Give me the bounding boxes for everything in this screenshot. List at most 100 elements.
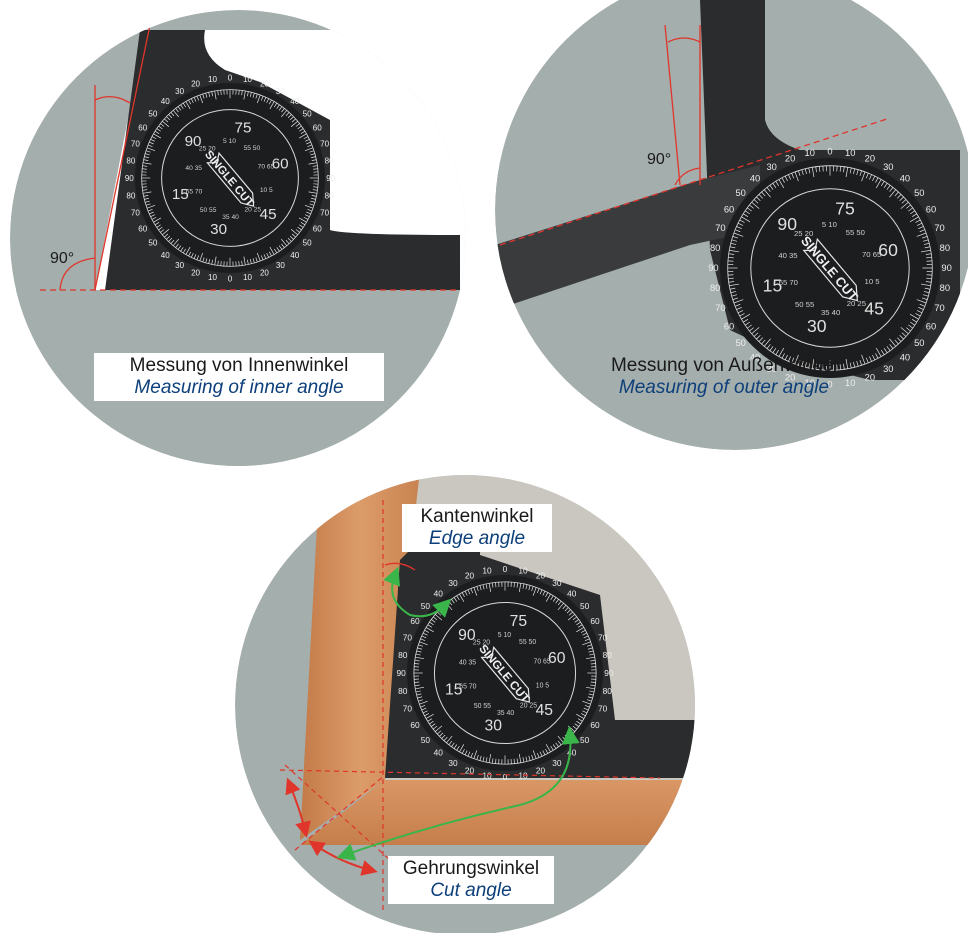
dial-tick <box>794 171 799 182</box>
dial-inner-number: 90 <box>458 627 476 644</box>
dial-tick <box>801 169 804 176</box>
dial-tick <box>839 364 842 370</box>
dial-tick <box>775 349 780 355</box>
dial-tick <box>208 259 211 264</box>
dial-tick <box>555 599 559 604</box>
dial-tick <box>853 361 856 368</box>
dial-degree-label: 80 <box>398 650 408 660</box>
dial-degree-label: 10 <box>845 378 855 388</box>
dial-degree-label: 0 <box>827 146 832 156</box>
dial-tick <box>166 116 171 121</box>
dial-tick <box>311 159 317 161</box>
dial-degree-label: 30 <box>883 162 893 172</box>
dial-tick <box>295 229 300 233</box>
dial-tick <box>906 327 911 332</box>
dial-tick <box>214 256 217 266</box>
dial-degree-label: 80 <box>126 157 135 166</box>
dial-tick <box>880 181 885 187</box>
dial-tick <box>736 307 742 310</box>
dial-tick <box>177 245 182 250</box>
dial-tick <box>168 114 173 119</box>
dial-tick <box>144 197 149 200</box>
dial-tick <box>513 582 515 588</box>
dial-small-label: 55 50 <box>846 228 865 237</box>
caption-edge-en: Edge angle <box>428 528 526 549</box>
dial-tick <box>199 94 204 104</box>
dial-tick <box>923 291 930 294</box>
dial-degree-label: 40 <box>750 352 760 362</box>
dial-inner-ring <box>161 109 299 247</box>
dial-tick <box>146 147 156 152</box>
dial-tick <box>202 257 205 263</box>
dial-tick <box>312 165 318 167</box>
dial-tick <box>459 593 465 602</box>
dial-tick <box>843 166 845 173</box>
cut-angle-arrow-a <box>285 777 311 838</box>
dial-degree-label: 20 <box>536 766 546 776</box>
dial-tick <box>456 595 460 601</box>
dial-tick <box>883 348 888 354</box>
dial-tick <box>304 214 310 218</box>
dial-degree-label: 60 <box>724 205 734 215</box>
dial-degree-label: 70 <box>320 208 329 217</box>
dial-degree-label: 10 <box>482 566 492 576</box>
dial-tick <box>744 210 750 215</box>
dial-tick <box>732 297 739 300</box>
dial-face <box>720 158 940 378</box>
dial-tick <box>896 194 902 199</box>
dial-degree-label: 70 <box>598 632 608 642</box>
dial-tick <box>589 653 595 656</box>
dial-tick <box>536 588 540 594</box>
dial-tick <box>188 99 192 105</box>
dial-tick <box>918 226 924 229</box>
dial-tick <box>911 213 917 218</box>
dial-tick <box>743 213 749 218</box>
dial-tick <box>150 138 156 142</box>
dial-degree-label: 80 <box>325 191 334 200</box>
dial-tick <box>921 297 928 300</box>
dial-tick <box>567 614 576 621</box>
dial-tick <box>180 104 184 109</box>
dial-tick <box>144 156 149 159</box>
dial-tick <box>574 619 579 623</box>
caption-outer-angle: Messung von Außenwinkel Measuring of out… <box>588 353 860 401</box>
dial-tick <box>589 690 595 693</box>
dial-tick <box>739 219 745 223</box>
dial-tick <box>590 684 596 687</box>
dial-degree-label: 60 <box>138 124 147 133</box>
dial-tick <box>166 235 171 240</box>
dial-degree-label: 90 <box>326 174 335 183</box>
dial-tick <box>735 303 741 307</box>
dial-degree-label: 20 <box>536 570 546 580</box>
dial-tick <box>247 259 249 265</box>
dial-tick <box>875 347 882 357</box>
dial-degree-label: 40 <box>567 588 577 598</box>
dial-tick <box>804 168 807 175</box>
dial-degree-label: 40 <box>900 352 910 362</box>
dial-tick <box>269 246 275 255</box>
dial-tick <box>429 621 434 626</box>
dial-tick <box>729 246 736 249</box>
dial-tick <box>142 191 152 194</box>
dial-degree-label: 50 <box>735 188 745 198</box>
dial-tick <box>147 208 153 212</box>
dial-tick <box>756 196 761 202</box>
dial-tick <box>425 627 434 633</box>
dial-tick <box>415 653 421 656</box>
dial-tick <box>308 191 318 194</box>
dial-tick <box>728 256 734 259</box>
dial-tick <box>886 185 891 190</box>
dial-tick <box>190 252 194 258</box>
dial-tick <box>522 583 525 589</box>
dial-tick <box>298 217 307 223</box>
dial-tick <box>299 128 304 132</box>
dial-degree-label: 20 <box>865 373 875 383</box>
dial-degree-label: 30 <box>552 758 562 768</box>
dial-tick <box>539 589 543 595</box>
dial-tick <box>562 605 567 610</box>
dial-tick <box>588 650 594 653</box>
dial-tick <box>147 144 153 148</box>
dial-tick <box>287 237 292 242</box>
dial-tick <box>883 182 888 188</box>
caption-inner-angle: Messung von Innenwinkel Measuring of inn… <box>94 353 384 401</box>
